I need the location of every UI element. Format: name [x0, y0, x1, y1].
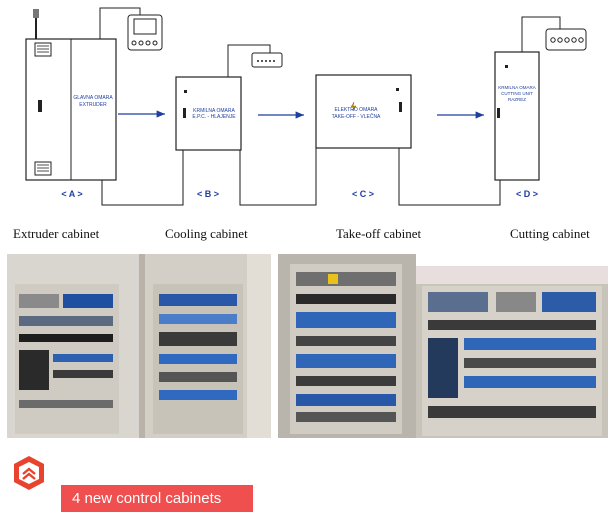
cabinet-b-panel-text-1: KRMILNA OMARA: [193, 108, 235, 114]
caption-extruder-cabinet: Extruder cabinet: [13, 226, 100, 241]
monitor-a: [127, 14, 163, 51]
caption-take-off-cabinet: Take-off cabinet: [336, 226, 422, 241]
cabinet-a-label: < A >: [61, 189, 82, 199]
cabinet-b-panel-text-2: E.P.C. - HLAJENJE: [192, 114, 236, 120]
photo-take-off-cabinet: [278, 254, 416, 438]
cabinet-c: ELEKTRO OMARA TAKE-OFF - VLEČNA: [315, 74, 412, 149]
cabinet-d: KRMILNA OMARA CUTTING UNIT RAZREZ: [494, 16, 561, 181]
cabinet-a: GLAVNA OMARA EXTRUDER: [25, 7, 141, 181]
control-panel-d: [545, 28, 587, 51]
wiring-diagram: GLAVNA OMARA EXTRUDER KRMILNA OMARA E.P.…: [25, 7, 587, 206]
caption-cooling-cabinet: Cooling cabinet: [165, 226, 248, 241]
cabinet-a-panel-text-2: EXTRUDER: [79, 102, 107, 108]
cabinet-c-panel-text-1: ELEKTRO OMARA: [334, 107, 378, 113]
photo-extruder-and-cooling-cabinets: [7, 254, 271, 438]
caption-cutting-cabinet: Cutting cabinet: [510, 226, 590, 241]
cabinet-d-panel-text-2: CUTTING UNIT: [501, 91, 533, 96]
cabinet-c-panel-text-2: TAKE-OFF - VLEČNA: [332, 113, 381, 120]
photo-cutting-cabinet: [416, 266, 608, 438]
cabinet-d-panel-text-1: KRMILNA OMARA: [498, 85, 536, 90]
bottom-wiring: [101, 148, 501, 206]
cabinet-b: KRMILNA OMARA E.P.C. - HLAJENJE: [175, 44, 271, 151]
cabinet-d-panel-text-3: RAZREZ: [508, 97, 526, 102]
cabinet-a-panel-text-1: GLAVNA OMARA: [73, 95, 113, 101]
keypad-b: [251, 52, 283, 68]
cabinet-b-label: < B >: [197, 189, 219, 199]
company-logo-icon: [14, 456, 44, 490]
summary-banner: 4 new control cabinets: [61, 485, 253, 512]
cabinet-c-label: < C >: [352, 189, 374, 199]
cabinet-d-label: < D >: [516, 189, 538, 199]
